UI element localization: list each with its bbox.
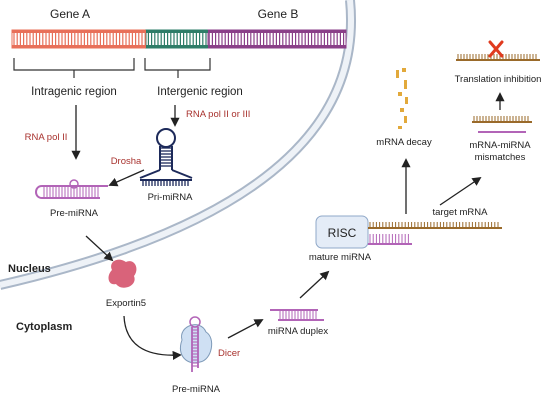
- gene-b-label: Gene B: [258, 7, 299, 21]
- target-mrna-label: target mRNA: [433, 207, 489, 218]
- mrna-decay-label: mRNA decay: [376, 137, 432, 148]
- pri-mirna-hairpin: [139, 128, 193, 186]
- inhibition-x-icon: [488, 40, 504, 58]
- risc-label: RISC: [328, 226, 357, 240]
- rna-pol-ii-label: RNA pol II: [25, 132, 68, 143]
- gene-a-label: Gene A: [50, 7, 90, 21]
- nucleus-label: Nucleus: [8, 263, 51, 275]
- translation-inhibition-label: Translation inhibition: [455, 74, 542, 85]
- mismatches-label-line1: mRNA-miRNA: [469, 140, 531, 151]
- pri-mirna-label: Pri-miRNA: [148, 192, 194, 203]
- mature-mirna-label: mature miRNA: [309, 252, 372, 263]
- target-mrna-strand: [368, 222, 502, 245]
- mirna-duplex-label: miRNA duplex: [268, 326, 328, 337]
- transport-arrow: [123, 315, 182, 360]
- mismatch-duplex: [472, 116, 532, 133]
- intragenic-bracket: [13, 58, 135, 78]
- gene-dna-strip: [11, 29, 347, 49]
- pre-mirna-cytoplasm-label: Pre-miRNA: [172, 384, 221, 395]
- duplex-to-risc-arrow: [299, 270, 330, 299]
- dicer-label: Dicer: [218, 348, 240, 359]
- drosha-label: Drosha: [111, 156, 142, 167]
- cytoplasm-label: Cytoplasm: [16, 321, 72, 333]
- to-mismatch-arrow: [439, 176, 482, 206]
- inhibited-mrna: [456, 54, 540, 61]
- drosha-arrow: [108, 169, 145, 187]
- pre-mirna-nucleus-label: Pre-miRNA: [50, 208, 99, 219]
- intergenic-region-label: Intergenic region: [157, 86, 243, 98]
- mirna-duplex: [270, 309, 324, 321]
- mismatches-label-line2: mismatches: [475, 152, 526, 163]
- mrna-decay-fragments: [396, 68, 408, 129]
- nuclear-membrane: [0, 0, 356, 290]
- exportin5-label: Exportin5: [106, 298, 146, 309]
- exportin5-protein: [108, 259, 137, 288]
- intragenic-region-label: Intragenic region: [31, 86, 117, 98]
- dicer-to-duplex-arrow: [227, 319, 264, 339]
- intergenic-bracket: [144, 58, 211, 78]
- dicer-complex: [180, 316, 213, 372]
- pre-mirna-nucleus: [35, 179, 108, 199]
- rna-pol-ii-or-iii-label: RNA pol II or III: [186, 109, 250, 120]
- risc-complex: [315, 215, 369, 249]
- export-arrow: [85, 235, 114, 262]
